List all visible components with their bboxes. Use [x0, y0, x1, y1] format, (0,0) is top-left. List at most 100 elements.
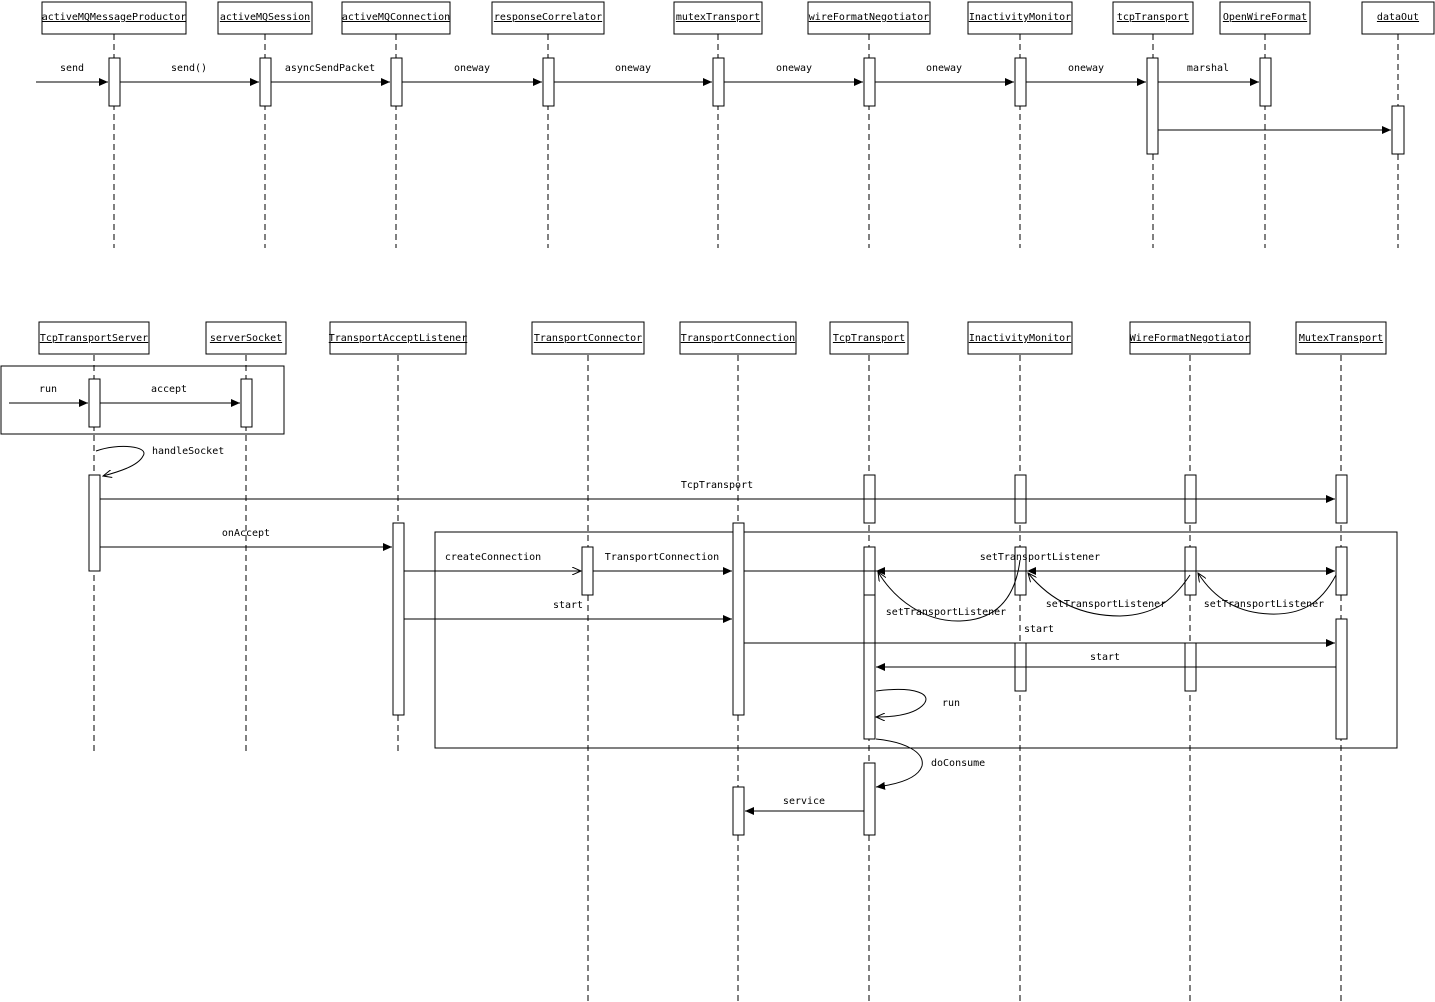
message-label: setTransportListener [886, 607, 1006, 618]
activation-bar [732, 786, 745, 836]
actor-activeMQMessageProductor: activeMQMessageProductor [41, 1, 187, 35]
activation-bar [108, 57, 121, 107]
actor-WireFormatNegotiator: WireFormatNegotiator [1129, 321, 1251, 355]
actor-label: TcpTransportServer [40, 333, 148, 344]
actor-wireFormatNegotiator: wireFormatNegotiator [807, 1, 931, 35]
activation-bar [259, 57, 272, 107]
activation-bar [390, 57, 403, 107]
activation-bar [1335, 546, 1348, 596]
activation-bar [581, 546, 594, 596]
message-label: oneway [615, 63, 651, 74]
activation-bar [542, 57, 555, 107]
actor-tcpTransport: tcpTransport [1112, 1, 1194, 35]
actor-responseCorrelator: responseCorrelator [491, 1, 605, 35]
self-message-arrow [95, 446, 145, 476]
messages-1 [36, 78, 1391, 134]
actor-label: TransportConnector [534, 333, 642, 344]
actor-OpenWireFormat: OpenWireFormat [1219, 1, 1311, 35]
actor-mutexTransport: mutexTransport [673, 1, 763, 35]
actor-label: MutexTransport [1299, 333, 1383, 344]
message-label: TcpTransport [681, 480, 753, 491]
message-label: run [39, 384, 57, 395]
message-label: oneway [926, 63, 962, 74]
callback-curve [878, 559, 1021, 622]
message-label: setTransportListener [980, 552, 1100, 563]
message-label: service [783, 796, 825, 807]
activation-bar [240, 378, 253, 428]
activation-bar [1335, 474, 1348, 524]
accept-frame [0, 365, 285, 435]
message-label: oneway [776, 63, 812, 74]
message-label: oneway [454, 63, 490, 74]
actor-label: responseCorrelator [494, 12, 602, 23]
diagram-2: TcpTransportServer serverSocket Transpor… [0, 321, 1398, 1002]
activation-bar [1335, 618, 1348, 740]
message-label: start [1024, 624, 1054, 635]
lifelines-2 [93, 355, 1342, 1002]
actor-label: activeMQConnection [342, 12, 450, 23]
actor-TransportAcceptListener: TransportAcceptListener [329, 321, 467, 355]
message-labels-2: run accept handleSocket TcpTransport onA… [39, 384, 1324, 807]
actor-serverSocket: serverSocket [205, 321, 287, 355]
actor-label: InactivityMonitor [969, 12, 1071, 23]
activation-bar [1259, 57, 1272, 107]
actor-label: InactivityMonitor [969, 333, 1071, 344]
message-labels-1: send send() asyncSendPacket oneway onewa… [60, 63, 1229, 74]
connection-frame [434, 531, 1398, 749]
message-label: createConnection [445, 552, 541, 563]
actor-label: OpenWireFormat [1223, 12, 1307, 23]
actor-InactivityMonitor-2: InactivityMonitor [967, 321, 1073, 355]
activation-bar [1146, 57, 1159, 155]
message-label: handleSocket [152, 446, 224, 457]
message-label: onAccept [222, 528, 270, 539]
message-label: start [553, 600, 583, 611]
activation-bar [1391, 105, 1405, 155]
actor-TcpTransport: TcpTransport [829, 321, 909, 355]
diagram-1: activeMQMessageProductor activeMQSession… [36, 1, 1435, 248]
activation-bar [88, 378, 101, 428]
message-label: accept [151, 384, 187, 395]
actor-label: wireFormatNegotiator [809, 12, 929, 23]
actor-label: WireFormatNegotiator [1130, 333, 1250, 344]
callback-curve [1198, 573, 1337, 615]
message-label: oneway [1068, 63, 1104, 74]
activation-bar [88, 474, 101, 572]
actor-label: activeMQSession [220, 12, 310, 23]
activation-bar [732, 522, 745, 716]
activations-1 [108, 57, 1405, 155]
actor-TransportConnector: TransportConnector [531, 321, 645, 355]
actor-label: dataOut [1377, 12, 1419, 23]
actor-activeMQConnection: activeMQConnection [341, 1, 451, 35]
actor-label: serverSocket [210, 333, 282, 344]
actor-label: TransportAcceptListener [329, 333, 467, 344]
actor-dataOut: dataOut [1361, 1, 1435, 35]
message-label: marshal [1187, 63, 1229, 74]
message-label: send [60, 63, 84, 74]
message-label: setTransportListener [1204, 599, 1324, 610]
self-message-arrow [876, 688, 927, 717]
message-label: send() [171, 63, 207, 74]
actor-label: TransportConnection [681, 333, 795, 344]
activation-bar [863, 594, 876, 740]
actor-TcpTransportServer: TcpTransportServer [38, 321, 150, 355]
message-label: doConsume [931, 758, 985, 769]
message-label: start [1090, 652, 1120, 663]
activation-bar [712, 57, 725, 107]
activation-bar [392, 522, 405, 716]
message-label: setTransportListener [1046, 599, 1166, 610]
message-label: run [942, 698, 960, 709]
self-message-arrow [875, 738, 923, 790]
actor-label: mutexTransport [676, 12, 760, 23]
callback-curve [1028, 573, 1191, 617]
actor-label: TcpTransport [833, 333, 905, 344]
actor-label: activeMQMessageProductor [42, 12, 187, 23]
activation-bar [1014, 57, 1027, 107]
message-label: TransportConnection [605, 552, 719, 563]
actor-label: tcpTransport [1117, 12, 1189, 23]
activation-bar [863, 57, 876, 107]
message-label: asyncSendPacket [285, 63, 375, 74]
activation-bar [863, 762, 876, 836]
actor-MutexTransport: MutexTransport [1295, 321, 1387, 355]
actor-TransportConnection: TransportConnection [679, 321, 797, 355]
